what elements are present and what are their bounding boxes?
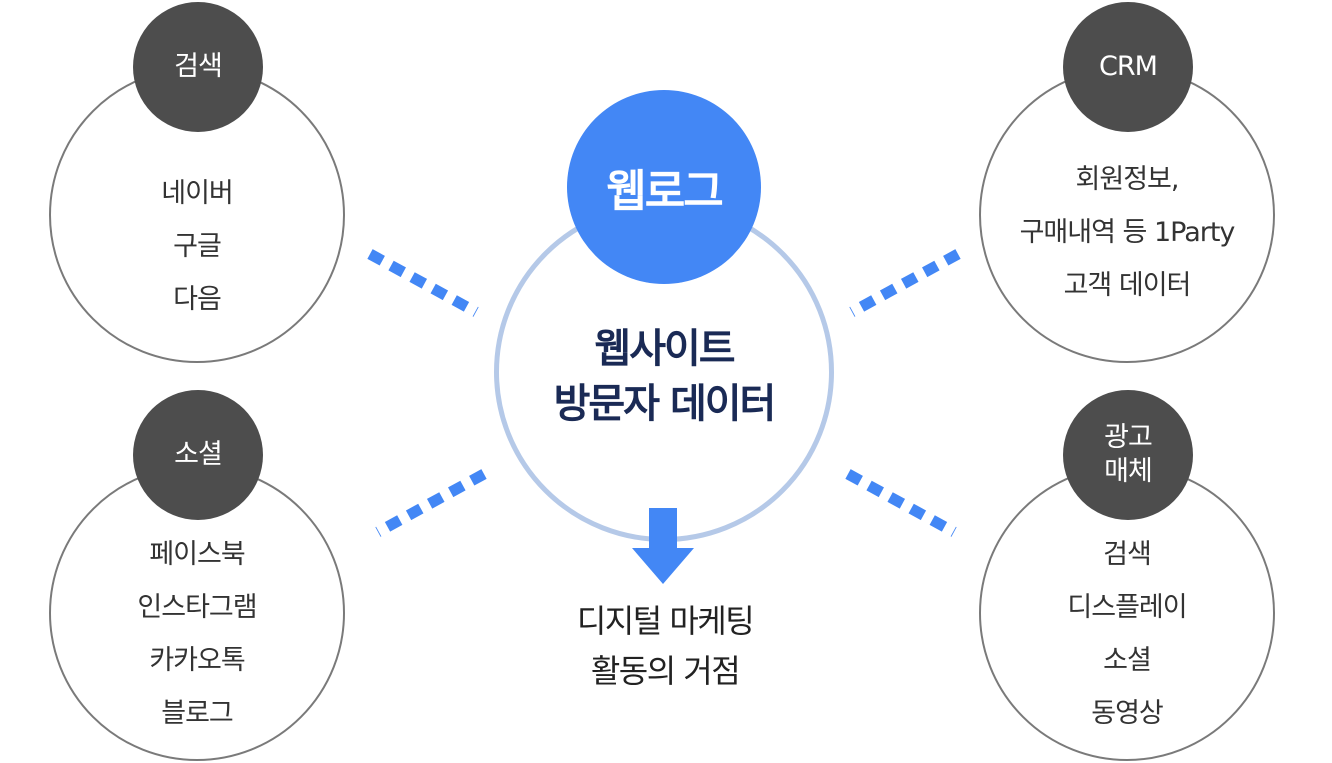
node-badge-social: 소셜 <box>133 390 263 520</box>
list-item: 인스타그램 <box>137 592 257 623</box>
list-item: 블로그 <box>161 698 234 729</box>
list-item: 소셜 <box>1103 645 1152 676</box>
center-title-line: 웹사이트 <box>594 326 735 372</box>
list-item: 구글 <box>173 231 222 262</box>
result-line: 활동의 거점 <box>590 652 741 690</box>
node-items-social: 페이스북 인스타그램 카카오톡 블로그 <box>49 528 345 740</box>
connector-top-right <box>849 249 961 317</box>
list-item: 카카오톡 <box>149 645 245 676</box>
result-line: 디지털 마케팅 <box>576 602 755 640</box>
connector-top-left <box>367 249 479 317</box>
node-items-search: 네이버 구글 다음 <box>49 167 345 326</box>
center-title-line: 방문자 데이터 <box>553 381 777 427</box>
node-badge-search: 검색 <box>133 2 263 132</box>
result-text: 디지털 마케팅 활동의 거점 <box>480 596 850 696</box>
node-items-ad-media: 검색 디스플레이 소셜 동영상 <box>979 528 1275 740</box>
list-item: 페이스북 <box>149 539 245 570</box>
list-item: 검색 <box>1103 539 1152 570</box>
list-item: 디스플레이 <box>1067 592 1187 623</box>
list-item: 회원정보, <box>1075 164 1180 195</box>
list-item: 고객 데이터 <box>1063 270 1192 301</box>
connector-bottom-right <box>845 469 957 537</box>
list-item: 다음 <box>173 284 222 315</box>
list-item: 구매내역 등 1Party <box>1019 217 1236 248</box>
center-title: 웹사이트 방문자 데이터 <box>494 322 834 432</box>
list-item: 네이버 <box>161 178 234 209</box>
center-badge-weblog: 웹로그 <box>567 90 761 284</box>
node-badge-crm: CRM <box>1063 2 1193 132</box>
node-items-crm: 회원정보, 구매내역 등 1Party 고객 데이터 <box>979 153 1275 312</box>
connector-bottom-left <box>375 469 487 537</box>
down-arrow-icon <box>632 508 694 584</box>
list-item: 동영상 <box>1091 698 1164 729</box>
node-badge-ad-media: 광고 매체 <box>1063 390 1193 520</box>
